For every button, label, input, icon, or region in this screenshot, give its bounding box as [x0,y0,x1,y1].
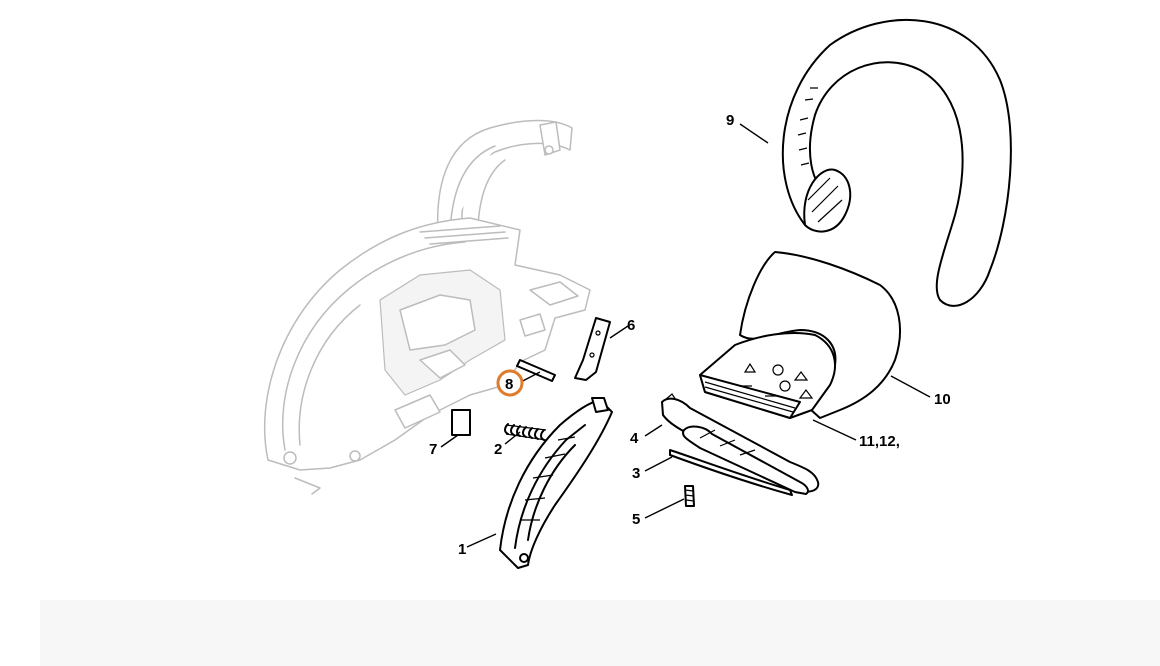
part-6-clip [574,317,611,381]
callout-1: 1 [458,541,466,558]
part-3-rod [669,449,793,496]
footer-band [40,600,1160,666]
callout-9: 9 [726,112,734,129]
callout-7: 7 [429,441,437,458]
callout-10: 10 [934,391,951,408]
part-8-pin [516,359,556,382]
callout-11-12: 11,12, [859,433,900,450]
callout-3: 3 [632,465,640,482]
part-1-lever [499,397,613,569]
part-10-hand-guard [699,251,901,419]
callout-6: 6 [627,317,635,334]
callout-5: 5 [632,511,640,528]
part-2-spring [504,423,547,441]
callout-4: 4 [630,430,639,447]
part-7-plate [451,409,471,436]
part-5-small-spring [684,485,695,507]
callout-8: 8 [505,376,513,393]
callout-labels: 1 2 3 4 5 6 7 8 9 10 11,12, [429,112,951,558]
part-4-trigger [661,393,820,495]
highlight-ring [496,369,524,397]
callout-2: 2 [494,441,502,458]
part-9-handle-loop [781,19,1012,307]
housing [263,119,591,495]
